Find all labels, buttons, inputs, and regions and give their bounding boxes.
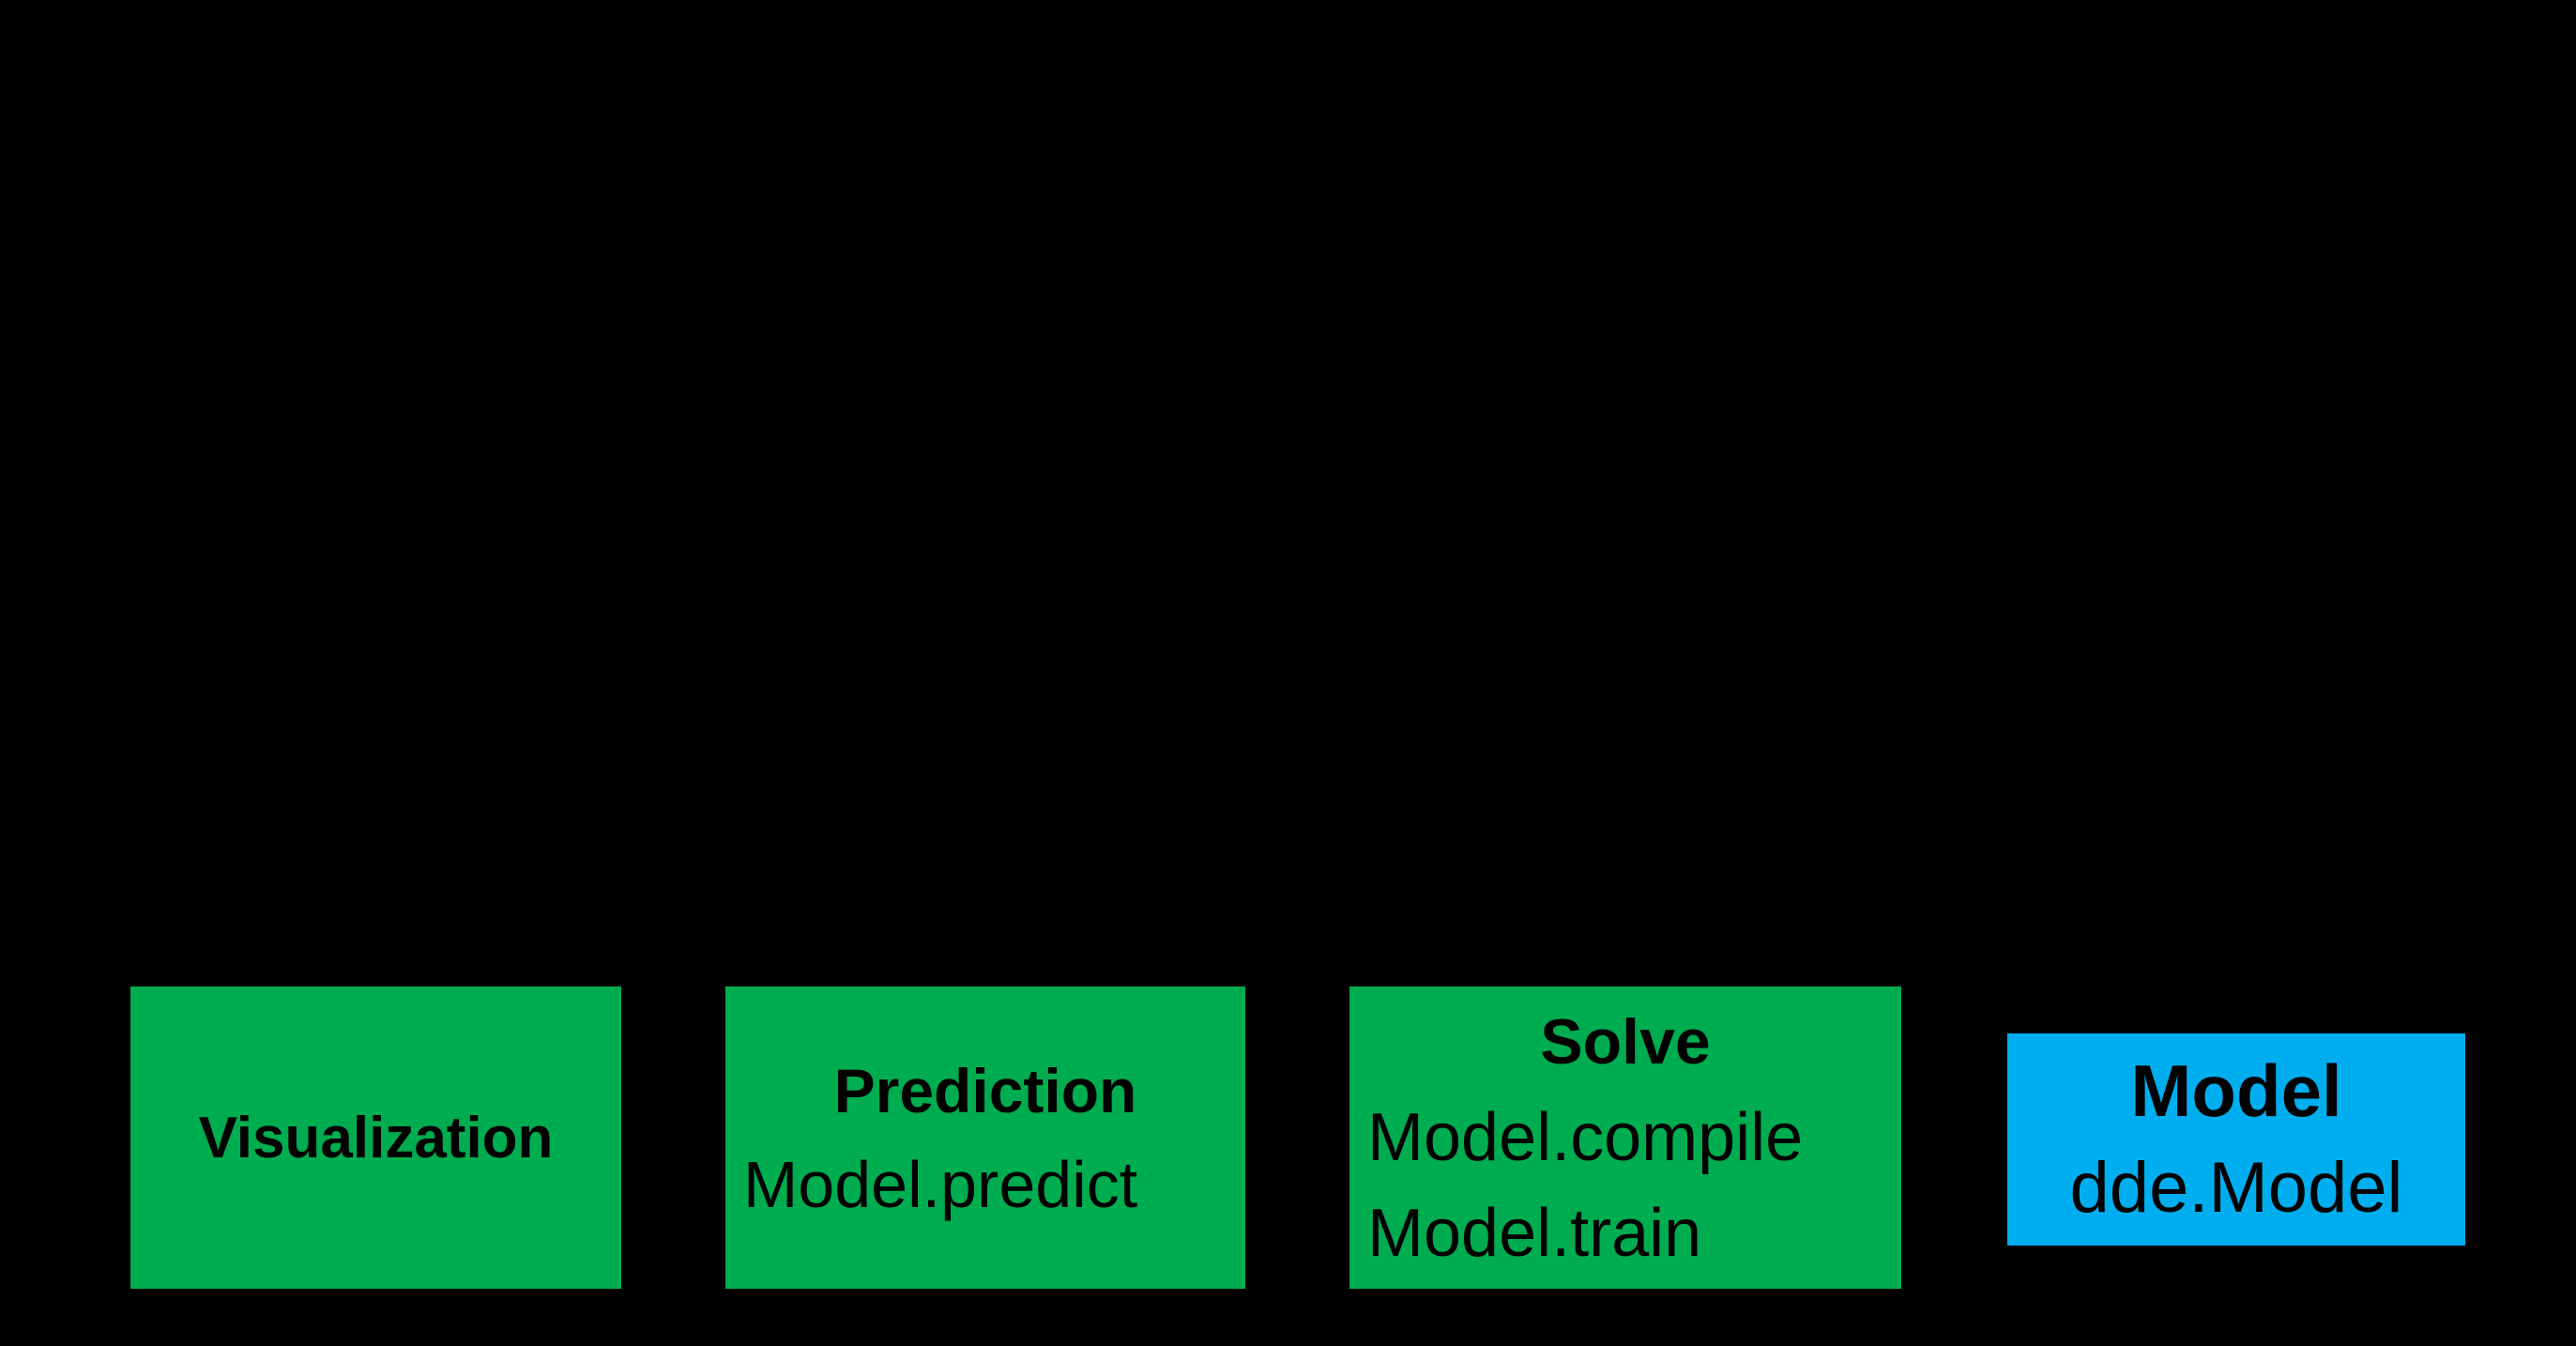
box-prediction: Prediction Model.predict (725, 987, 1245, 1289)
box-visualization: Visualization (130, 987, 621, 1289)
box-solve-title: Solve (1540, 1006, 1711, 1078)
box-solve: Solve Model.compile Model.train (1349, 987, 1901, 1289)
box-prediction-title: Prediction (833, 1056, 1137, 1125)
box-model-code-line: dde.Model (2069, 1148, 2403, 1228)
box-visualization-title: Visualization (198, 1105, 554, 1170)
box-model: Model dde.Model (2007, 1033, 2465, 1246)
box-solve-code-line-train: Model.train (1367, 1196, 1702, 1271)
box-prediction-code-line: Model.predict (743, 1148, 1138, 1221)
box-model-title: Model (2130, 1049, 2342, 1132)
box-solve-code-line-compile: Model.compile (1367, 1100, 1804, 1175)
